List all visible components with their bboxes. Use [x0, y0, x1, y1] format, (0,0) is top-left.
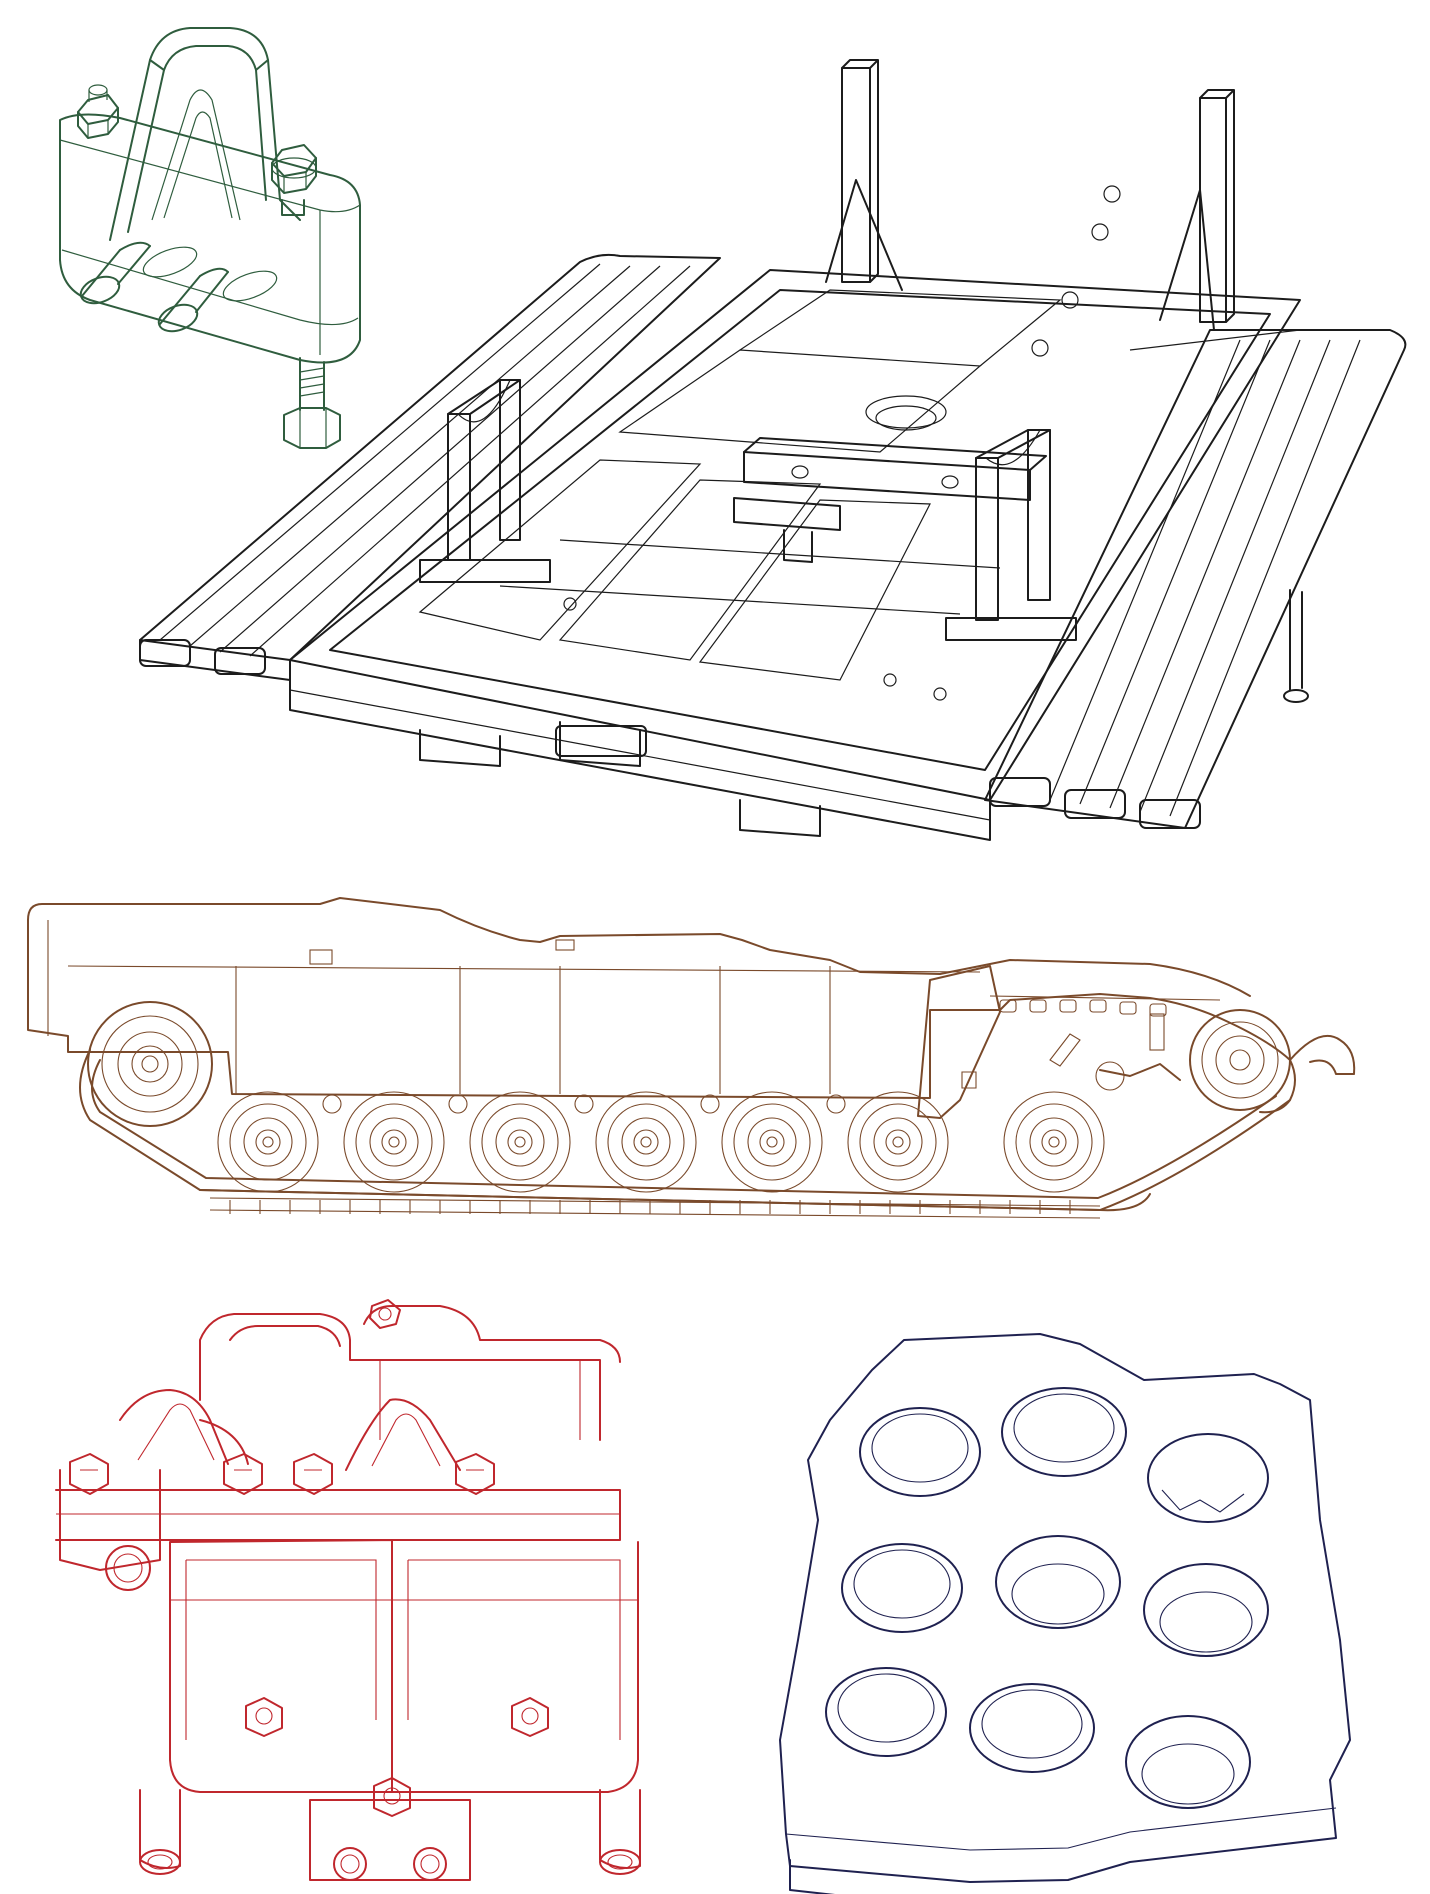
track-fixture-frame-icon: [139, 59, 1407, 841]
track-clamp-icon: [59, 27, 361, 449]
track-link-block-icon: [55, 1299, 641, 1881]
tank-hull-side-view-icon: [27, 897, 1356, 1219]
perforated-plate-icon: [779, 1333, 1351, 1894]
